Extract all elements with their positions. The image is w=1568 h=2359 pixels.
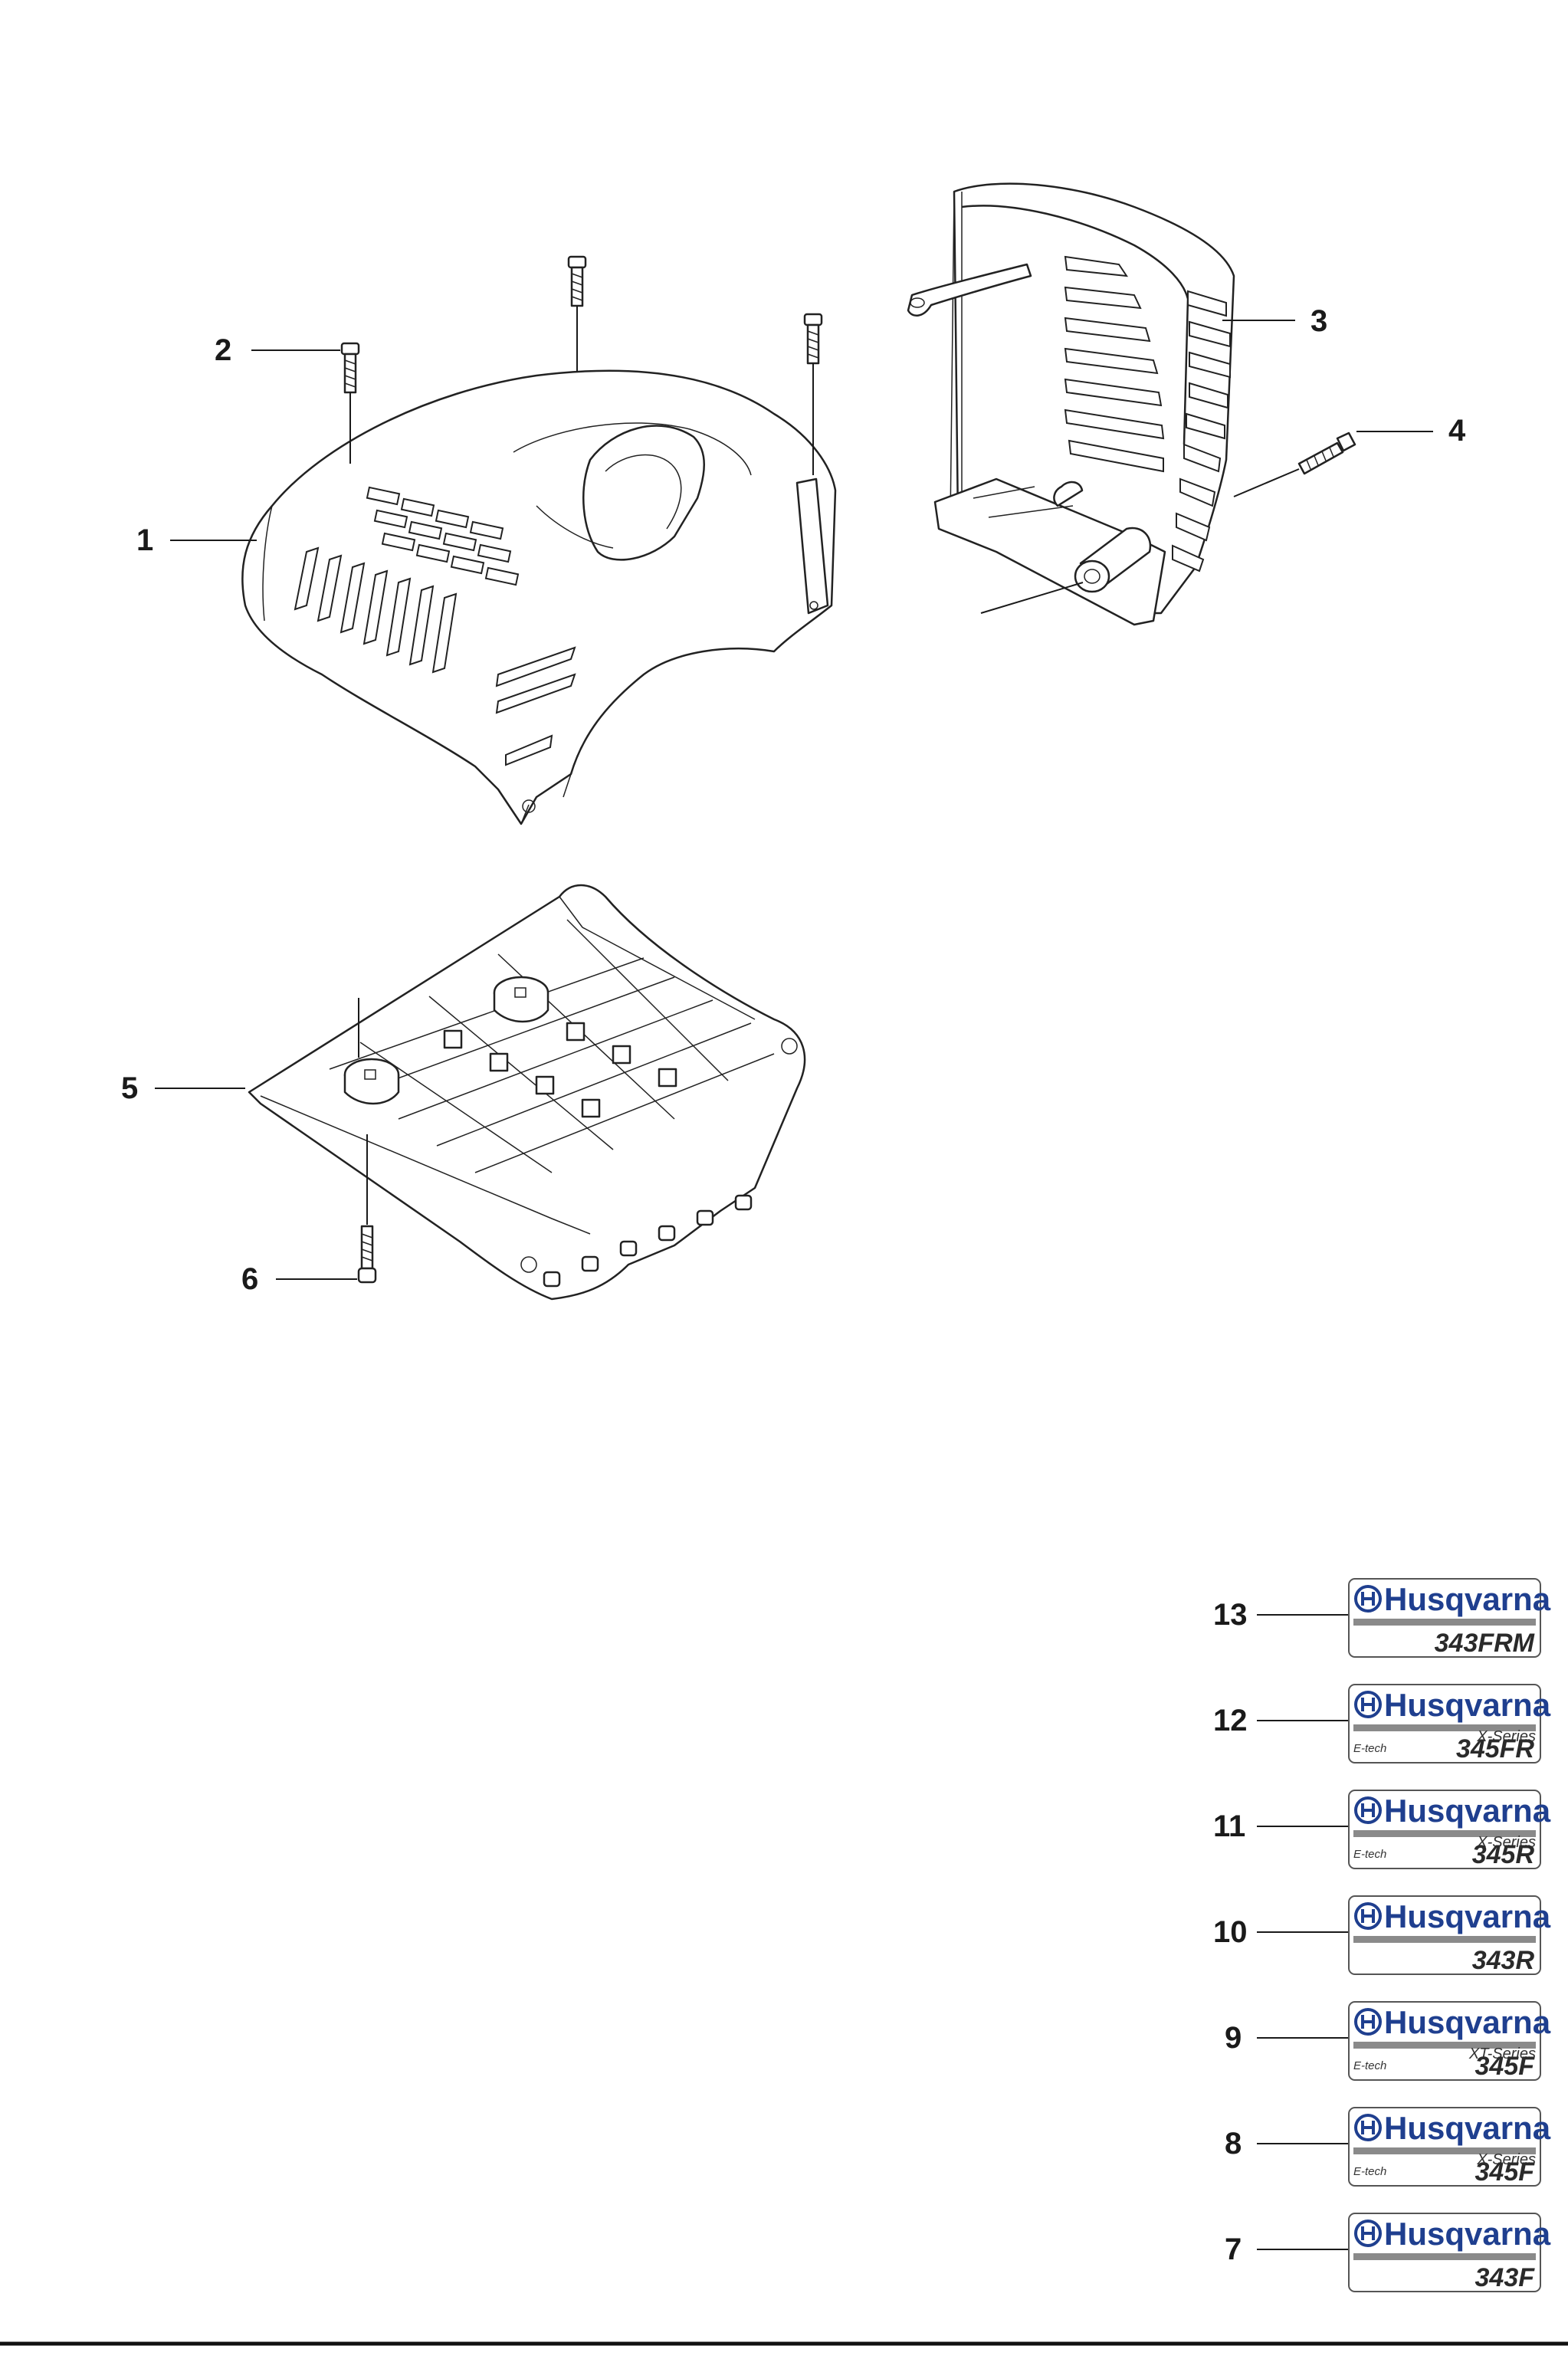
decal-model: 345F xyxy=(1475,2052,1536,2081)
husqvarna-logo-icon xyxy=(1354,1691,1382,1718)
decal-callout: 9 xyxy=(1225,2021,1242,2055)
decal-model: 345R xyxy=(1472,1840,1535,1869)
decal-brand: Husqvarna xyxy=(1384,1687,1551,1723)
guard-screw-4 xyxy=(1297,431,1356,475)
decal-etech: E-tech xyxy=(1353,1742,1386,1755)
decal-etech: E-tech xyxy=(1353,2059,1386,2072)
decal-callout: 7 xyxy=(1225,2233,1242,2266)
decal-brand: Husqvarna xyxy=(1384,1581,1551,1617)
callout-5: 5 xyxy=(121,1071,245,1105)
decal-item: 10 Husqvarna 343R xyxy=(1213,1895,1551,1975)
svg-text:5: 5 xyxy=(121,1071,138,1105)
decal-callout: 11 xyxy=(1213,1809,1245,1843)
decal-etech: E-tech xyxy=(1353,1848,1386,1861)
decal-series: X-Series xyxy=(1476,1834,1536,1851)
decal-stripe xyxy=(1353,1619,1536,1626)
svg-text:3: 3 xyxy=(1310,304,1327,338)
decal-model: 343F xyxy=(1475,2263,1536,2292)
husqvarna-logo-icon xyxy=(1354,1796,1382,1824)
decal-brand: Husqvarna xyxy=(1384,2216,1551,2252)
svg-text:2: 2 xyxy=(215,333,231,367)
husqvarna-logo-icon xyxy=(1354,2008,1382,2036)
decal-model: 343R xyxy=(1472,1946,1535,1975)
muffler-guard-part xyxy=(907,182,1235,626)
decal-frame xyxy=(1348,1895,1541,1975)
callout-2: 2 xyxy=(215,333,340,367)
decal-stripe xyxy=(1353,2147,1536,2154)
decal-frame xyxy=(1348,1684,1541,1764)
decal-frame xyxy=(1348,2213,1541,2292)
decal-model: 343FRM xyxy=(1435,1629,1535,1658)
decal-callout: 8 xyxy=(1225,2127,1242,2161)
husqvarna-logo-icon xyxy=(1354,1585,1382,1613)
decal-stripe xyxy=(1353,2042,1536,2049)
decal-model: 345FR xyxy=(1456,1734,1534,1764)
callout-4: 4 xyxy=(1356,414,1466,448)
decal-frame xyxy=(1348,1578,1541,1658)
decal-series: X-Series xyxy=(1476,1728,1536,1745)
decal-stripe xyxy=(1353,1830,1536,1837)
husqvarna-logo-icon xyxy=(1354,2114,1382,2141)
decal-item: 13 Husqvarna 343FRM xyxy=(1213,1578,1551,1658)
svg-text:1: 1 xyxy=(136,523,153,557)
callout-1: 1 xyxy=(136,523,257,557)
decal-model: 345F xyxy=(1475,2157,1536,2187)
cylinder-cover-part xyxy=(241,369,837,825)
base-plate-part xyxy=(248,884,806,1301)
cover-screw-top xyxy=(567,255,587,307)
decal-item: 7 Husqvarna 343F xyxy=(1225,2213,1551,2292)
vent-slots-top xyxy=(366,486,520,586)
decal-brand: Husqvarna xyxy=(1384,2004,1551,2040)
decal-stripe xyxy=(1353,2253,1536,2260)
guard-grille xyxy=(1064,255,1231,573)
decal-series: X-Series xyxy=(1476,2151,1536,2168)
decal-brand: Husqvarna xyxy=(1384,2110,1551,2146)
callout-3: 3 xyxy=(1222,304,1327,338)
decal-etech: E-tech xyxy=(1353,2165,1386,2178)
decal-series: XT-Series xyxy=(1468,2046,1536,2062)
decal-callout: 12 xyxy=(1213,1704,1248,1737)
base-plate-boss xyxy=(343,976,549,1105)
decal-brand: Husqvarna xyxy=(1384,1793,1551,1829)
husqvarna-logo-icon xyxy=(1354,1902,1382,1930)
husqvarna-logo-icon xyxy=(1354,2220,1382,2247)
decal-callout: 13 xyxy=(1213,1598,1248,1632)
cover-screw-2 xyxy=(340,342,360,394)
svg-text:6: 6 xyxy=(241,1262,258,1296)
decal-stripe xyxy=(1353,1724,1536,1731)
cover-screw-right xyxy=(803,313,823,365)
svg-text:4: 4 xyxy=(1448,414,1466,448)
guard-bushing xyxy=(1074,527,1152,593)
decal-frame xyxy=(1348,2107,1541,2187)
base-plate-feet xyxy=(543,1194,753,1288)
decal-brand: Husqvarna xyxy=(1384,1898,1551,1934)
decal-frame xyxy=(1348,2001,1541,2081)
decal-stripe xyxy=(1353,1936,1536,1943)
decal-frame xyxy=(1348,1790,1541,1869)
vent-slots-side xyxy=(294,546,458,674)
callout-6: 6 xyxy=(241,1262,357,1296)
base-screw-6 xyxy=(357,1225,377,1284)
decal-callout: 10 xyxy=(1213,1915,1248,1949)
